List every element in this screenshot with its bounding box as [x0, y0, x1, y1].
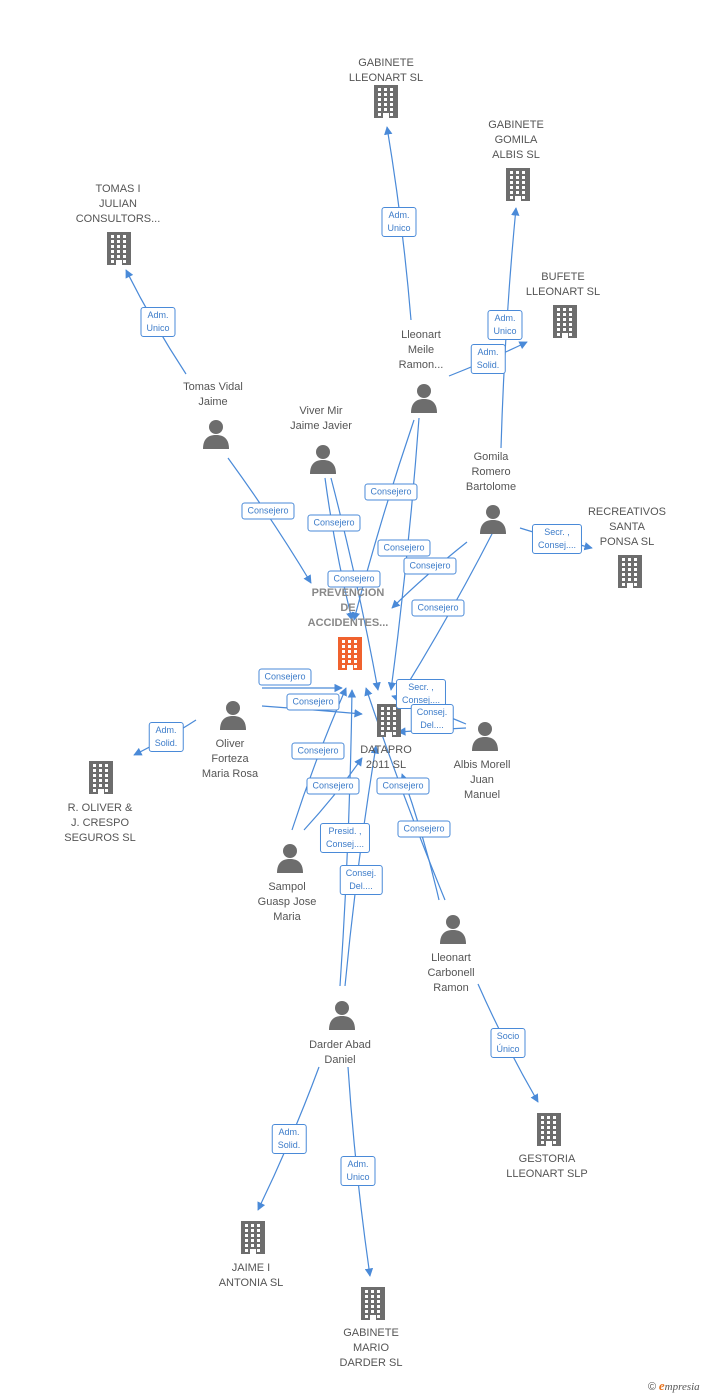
node-gestoria[interactable]: GESTORIA LLEONART SLP: [477, 1152, 617, 1182]
edge-label-darder-to-gab_mario[interactable]: Adm. Unico: [340, 1156, 376, 1186]
edge-label-lleonart_meile-to-bufete[interactable]: Adm. Solid.: [470, 344, 506, 374]
person-icon[interactable]: [275, 843, 305, 878]
node-tomas_vidal[interactable]: Tomas Vidal Jaime: [143, 380, 283, 410]
edge-label-viver-to-datapro[interactable]: Consejero: [364, 483, 418, 501]
node-gab_lleonart[interactable]: GABINETE LLEONART SL: [316, 56, 456, 86]
building-icon[interactable]: [534, 1112, 564, 1151]
building-icon[interactable]: [104, 231, 134, 270]
edge-label-lleonart_carbonell-to-prevencion[interactable]: Consejero: [376, 777, 430, 795]
person-icon[interactable]: [327, 1000, 357, 1035]
node-label: GESTORIA LLEONART SLP: [506, 1153, 588, 1180]
person-icon[interactable]: [470, 721, 500, 756]
node-label: GABINETE GOMILA ALBIS SL: [488, 119, 544, 161]
person-icon[interactable]: [409, 383, 439, 418]
edge-lleonart_meile-to-prevencion: [351, 419, 415, 621]
edge-label-gomila_romero-to-gab_gomila[interactable]: Adm. Unico: [487, 310, 523, 340]
building-icon[interactable]: [503, 167, 533, 206]
node-label: GABINETE LLEONART SL: [348, 57, 424, 84]
edge-label-gomila_romero-to-datapro[interactable]: Consejero: [411, 599, 465, 617]
node-tomas_consult[interactable]: TOMAS I JULIAN CONSULTORS...: [48, 182, 188, 227]
building-icon[interactable]: [371, 84, 401, 123]
node-gomila_romero[interactable]: Gomila Romero Bartolome: [421, 450, 561, 495]
node-label: TOMAS I JULIAN CONSULTORS...: [75, 183, 161, 225]
node-lleonart_meile[interactable]: Lleonart Meile Ramon...: [351, 328, 491, 373]
node-label: R. OLIVER & J. CRESPO SEGUROS SL: [64, 802, 136, 844]
node-label: Lleonart Meile Ramon...: [398, 329, 444, 371]
building-icon[interactable]: [335, 636, 365, 675]
node-viver[interactable]: Viver Mir Jaime Javier: [251, 404, 391, 434]
building-icon[interactable]: [550, 304, 580, 343]
node-label: Lleonart Carbonell Ramon: [427, 952, 475, 994]
person-icon[interactable]: [218, 700, 248, 735]
edge-label-gomila_romero-to-recreativos[interactable]: Secr. , Consej....: [531, 524, 583, 554]
building-icon[interactable]: [86, 760, 116, 799]
brand-initial: e: [658, 1378, 665, 1393]
edge-label-sampol-to-datapro[interactable]: Consejero: [306, 777, 360, 795]
node-label: Tomas Vidal Jaime: [183, 381, 243, 408]
person-icon[interactable]: [308, 444, 338, 479]
edge-label-gomila_romero-to-prevencion[interactable]: Consejero: [327, 570, 381, 588]
person-icon[interactable]: [478, 504, 508, 539]
node-label: RECREATIVOS SANTA PONSA SL: [587, 506, 667, 548]
building-icon[interactable]: [615, 554, 645, 593]
node-label: Sampol Guasp Jose Maria: [257, 881, 317, 923]
edge-label-viver-to-prevencion[interactable]: Consejero: [307, 514, 361, 532]
edge-label-sampol-to-prevencion[interactable]: Consejero: [291, 742, 345, 760]
node-jaime_antonia[interactable]: JAIME I ANTONIA SL: [181, 1261, 321, 1291]
building-icon[interactable]: [374, 703, 404, 742]
edge-label-darder-to-prevencion[interactable]: Presid. , Consej....: [319, 823, 371, 853]
node-label: BUFETE LLEONART SL: [525, 271, 601, 298]
node-label: Gomila Romero Bartolome: [465, 451, 517, 493]
node-label: JAIME I ANTONIA SL: [218, 1262, 284, 1289]
node-label: Darder Abad Daniel: [309, 1039, 371, 1066]
node-label: Albis Morell Juan Manuel: [453, 759, 511, 801]
building-icon[interactable]: [358, 1286, 388, 1325]
node-recreativos[interactable]: RECREATIVOS SANTA PONSA SL: [557, 505, 697, 550]
edge-label-lleonart_meile-to-datapro[interactable]: Consejero: [403, 557, 457, 575]
copyright-symbol: ©: [648, 1381, 657, 1393]
edge-label-tomas_vidal-to-tomas_consult[interactable]: Adm. Unico: [140, 307, 176, 337]
edge-viver-to-prevencion: [324, 477, 355, 621]
building-icon[interactable]: [238, 1220, 268, 1259]
edge-label-oliver-to-datapro[interactable]: Consejero: [286, 693, 340, 711]
node-sampol[interactable]: Sampol Guasp Jose Maria: [217, 880, 357, 925]
edge-gomila_romero-to-prevencion: [391, 541, 468, 609]
node-oliver[interactable]: Oliver Forteza Maria Rosa: [160, 737, 300, 782]
node-label: GABINETE MARIO DARDER SL: [339, 1327, 403, 1369]
edge-label-darder-to-datapro[interactable]: Consej. Del....: [339, 865, 383, 895]
node-label: Oliver Forteza Maria Rosa: [201, 738, 259, 780]
node-gab_gomila[interactable]: GABINETE GOMILA ALBIS SL: [446, 118, 586, 163]
node-label: PREVENCION DE ACCIDENTES...: [307, 587, 389, 629]
node-roliver[interactable]: R. OLIVER & J. CRESPO SEGUROS SL: [30, 801, 170, 846]
edge-label-lleonart_carbonell-to-datapro[interactable]: Consejero: [397, 820, 451, 838]
node-label: Viver Mir Jaime Javier: [290, 405, 352, 432]
edge-label-lleonart_meile-to-prevencion[interactable]: Consejero: [377, 539, 431, 557]
node-gab_mario[interactable]: GABINETE MARIO DARDER SL: [301, 1326, 441, 1371]
edge-label-oliver-to-roliver[interactable]: Adm. Solid.: [148, 722, 184, 752]
node-bufete[interactable]: BUFETE LLEONART SL: [493, 270, 633, 300]
edge-label-tomas_vidal-to-prevencion[interactable]: Consejero: [241, 502, 295, 520]
node-datapro[interactable]: DATAPRO 2011 SL: [316, 743, 456, 773]
person-icon[interactable]: [201, 419, 231, 454]
edge-label-lleonart_carbonell-to-gestoria[interactable]: Socio Único: [490, 1028, 526, 1058]
edge-label-darder-to-jaime_antonia[interactable]: Adm. Solid.: [271, 1124, 307, 1154]
edge-label-albis-to-datapro[interactable]: Consej. Del....: [410, 704, 454, 734]
node-label: DATAPRO 2011 SL: [360, 744, 412, 771]
node-prevencion[interactable]: PREVENCION DE ACCIDENTES...: [278, 586, 418, 631]
edge-label-lleonart_meile-to-gab_lleonart[interactable]: Adm. Unico: [381, 207, 417, 237]
node-albis[interactable]: Albis Morell Juan Manuel: [412, 758, 552, 803]
edge-label-oliver-to-prevencion[interactable]: Consejero: [258, 668, 312, 686]
node-darder[interactable]: Darder Abad Daniel: [270, 1038, 410, 1068]
node-lleonart_carbonell[interactable]: Lleonart Carbonell Ramon: [381, 951, 521, 996]
edge-tomas_vidal-to-prevencion: [227, 457, 312, 584]
empresia-logo[interactable]: © empresia: [648, 1378, 700, 1394]
brand-name: mpresia: [664, 1381, 700, 1393]
person-icon[interactable]: [438, 914, 468, 949]
